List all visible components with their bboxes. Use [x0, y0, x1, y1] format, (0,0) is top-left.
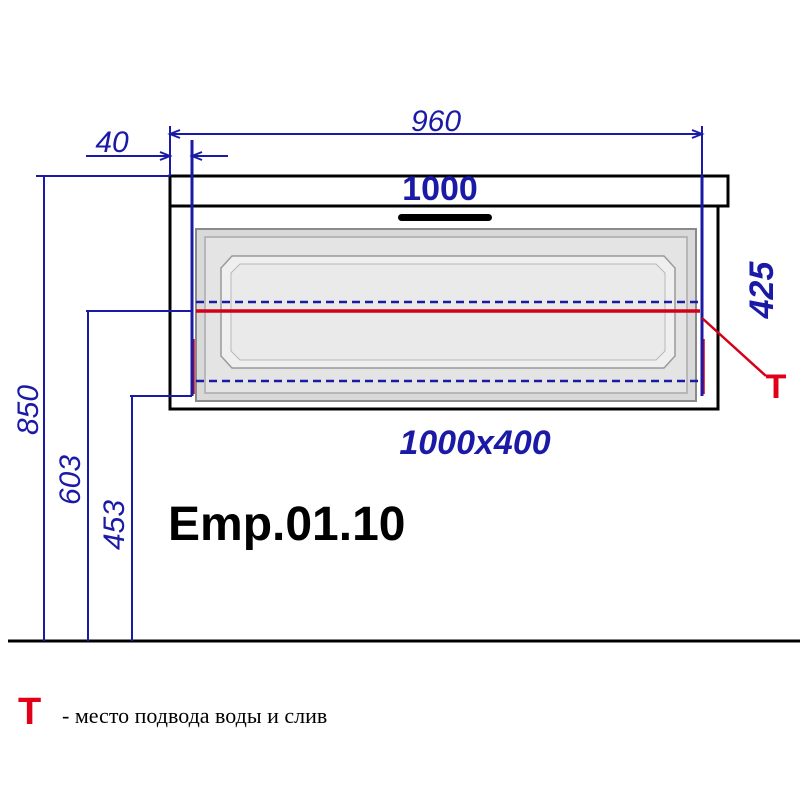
marker-t-label: T [766, 368, 787, 406]
legend-symbol: T [18, 691, 41, 733]
countertop-width-label: 1000 [402, 170, 478, 208]
drawer-handle [398, 214, 492, 221]
legend-description: - место подвода воды и слив [62, 703, 327, 728]
dimension-960-label: 960 [411, 105, 461, 138]
model-number: Emp.01.10 [168, 498, 405, 551]
height-dimension-453 [130, 395, 192, 641]
cabinet-height-label: 425 [743, 261, 781, 320]
dimension-453-label: 453 [98, 500, 131, 550]
cabinet-front-panel [195, 228, 697, 402]
dimension-40-label: 40 [95, 126, 129, 159]
height-dimension-850 [36, 175, 170, 641]
cabinet-size-label: 1000x400 [399, 424, 550, 462]
dimension-850-label: 850 [12, 385, 45, 435]
top-dimension-960 [167, 126, 705, 176]
dimension-603-label: 603 [54, 455, 87, 505]
height-dimension-603 [86, 310, 192, 641]
offset-dimension-40 [86, 151, 228, 161]
marker-leader-line [701, 317, 767, 377]
